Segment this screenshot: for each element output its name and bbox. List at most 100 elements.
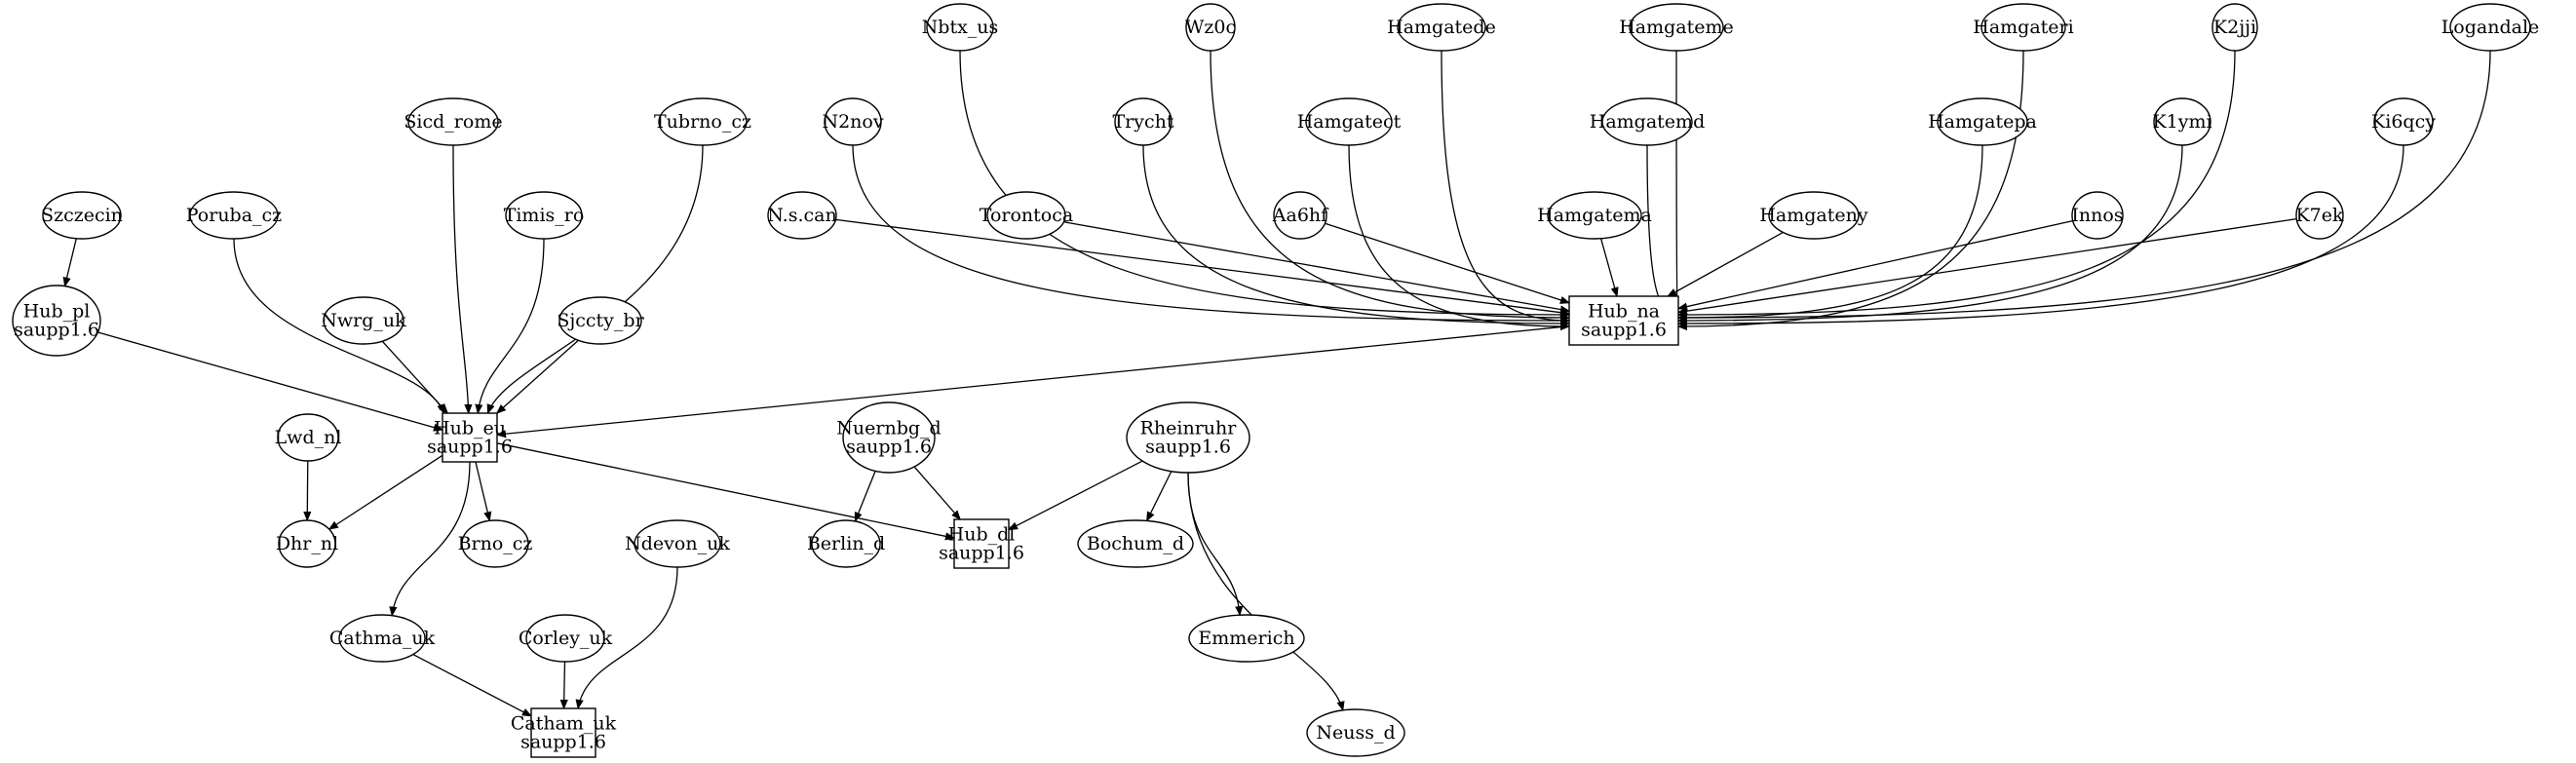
edge-hamgateme-to-hub_na [1676,50,1679,324]
node-timis_ro[interactable]: Timis_ro [504,191,585,240]
node-tubrno_cz[interactable]: Tubrno_cz [654,97,751,146]
edge-szczecin-to-hub_pl [65,238,77,286]
edge-k7ek-to-hub_na [1678,217,2297,313]
node-ellipse [811,519,881,568]
node-ellipse [986,191,1066,240]
node-label: Hub_eu [434,418,506,439]
node-label: Aa6hf [1272,205,1329,226]
node-hamgatemd[interactable]: Hamgatemd [1590,97,1705,146]
node-aa6hf[interactable]: Aa6hf [1272,191,1329,240]
edge-lwd_nl-to-dhr_nl [307,460,308,520]
node-k2jji[interactable]: K2jji [2211,3,2258,52]
node-logandale[interactable]: Logandale [2441,3,2540,52]
edge-hub_eu-to-hub_dl [496,442,954,538]
node-box [530,707,596,758]
node-hamgatema[interactable]: Hamgatema [1537,191,1652,240]
node-label: Ndevon_uk [625,533,730,554]
node-ellipse [505,191,583,240]
edge-hub_eu-to-cathma_uk [392,461,471,616]
node-sublabel: saupp1.6 [1581,320,1667,341]
node-label: Neuss_d [1316,722,1395,744]
node-nscan[interactable]: N.s.can [767,191,837,240]
node-ndevon_uk[interactable]: Ndevon_uk [625,519,730,568]
node-label: N2nov [822,111,883,133]
node-hamgateme[interactable]: Hamgateme [1619,3,1734,52]
node-ellipse [558,296,642,345]
node-lwd_nl[interactable]: Lwd_nl [275,413,342,462]
node-emmerich[interactable]: Emmerich [1188,614,1305,663]
edge-nwrg_uk-to-hub_eu [381,340,447,413]
edge-hub_eu-to-brno_cz [475,461,489,520]
node-dhr_nl[interactable]: Dhr_nl [276,519,338,568]
node-brno_cz[interactable]: Brno_cz [458,519,533,568]
node-label: Corley_uk [519,628,613,649]
node-ellipse [1980,3,2066,52]
node-innos[interactable]: Innos [2071,191,2124,240]
edge-nscan-to-hub_na [835,218,1569,313]
node-hamgatect[interactable]: Hamgatect [1297,97,1402,146]
node-ellipse [842,401,936,474]
node-cathma_uk[interactable]: Cathma_uk [329,614,436,663]
node-label: Poruba_cz [186,205,282,226]
node-ellipse [1305,97,1393,146]
node-hamgateri[interactable]: Hamgateri [1973,3,2074,52]
node-sublabel: saupp1.6 [14,320,99,341]
node-trycht[interactable]: Trycht [1112,97,1174,146]
node-label: Szczecin [41,205,123,226]
edge-rheinruhr-to-bochum_d [1146,471,1173,521]
edge-sjccty_br-to-hub_eu [497,339,579,413]
node-ellipse [12,285,101,357]
edge-corley_uk-to-catham_uk [564,661,565,708]
edge-hamgateri-to-hub_na [1678,50,2024,326]
node-ellipse [2295,191,2344,240]
node-n2nov[interactable]: N2nov [822,97,884,146]
node-label: Hamgateri [1973,17,2073,38]
node-k7ek[interactable]: K7ek [2295,191,2344,240]
node-ellipse [1306,708,1405,757]
node-sicd_rome[interactable]: Sicd_rome [404,97,503,146]
node-poruba_cz[interactable]: Poruba_cz [186,191,282,240]
node-neuss_d[interactable]: Neuss_d [1306,708,1405,757]
edge-hub_na-to-hub_eu [497,325,1570,435]
edge-rheinruhr-to-hub_dl [1009,460,1143,531]
node-box [442,412,498,463]
node-hamgatede[interactable]: Hamgatede [1387,3,1496,52]
node-ellipse [2449,3,2531,52]
node-label: Hamgateme [1619,17,1734,38]
node-label: Hamgatect [1297,111,1402,133]
node-sjccty_br[interactable]: Sjccty_br [557,296,645,345]
node-ki6qcy[interactable]: Ki6qcy [2371,97,2436,146]
node-label: Hamgatema [1537,205,1652,226]
edge-nuernbg_d-to-hub_dl [913,466,960,519]
node-szczecin[interactable]: Szczecin [41,191,123,240]
node-label: Nuernbg_d [836,418,941,439]
node-hamgatepa[interactable]: Hamgatepa [1928,97,2037,146]
node-wz0c[interactable]: Wz0c [1185,3,1236,52]
node-label: Brno_cz [458,533,533,554]
node-nbtx_us[interactable]: Nbtx_us [922,3,999,52]
node-bochum_d[interactable]: Bochum_d [1077,519,1194,568]
node-ellipse [824,97,882,146]
node-ellipse [525,614,605,663]
node-ellipse [1397,3,1486,52]
node-berlin_d[interactable]: Berlin_d [807,519,885,568]
node-corley_uk[interactable]: Corley_uk [519,614,613,663]
node-label: Innos [2071,205,2123,226]
node-k1ymi[interactable]: K1ymi [2152,97,2212,146]
node-ellipse [1273,191,1327,240]
edge-hamgatepa-to-hub_na [1678,144,1983,318]
node-hamgateny[interactable]: Hamgateny [1759,191,1868,240]
node-ellipse [338,614,426,663]
node-torontoca[interactable]: Torontoca [980,191,1073,240]
node-nwrg_uk[interactable]: Nwrg_uk [321,296,406,345]
node-ellipse [926,3,994,52]
edge-hub_eu-to-dhr_nl [329,454,443,529]
